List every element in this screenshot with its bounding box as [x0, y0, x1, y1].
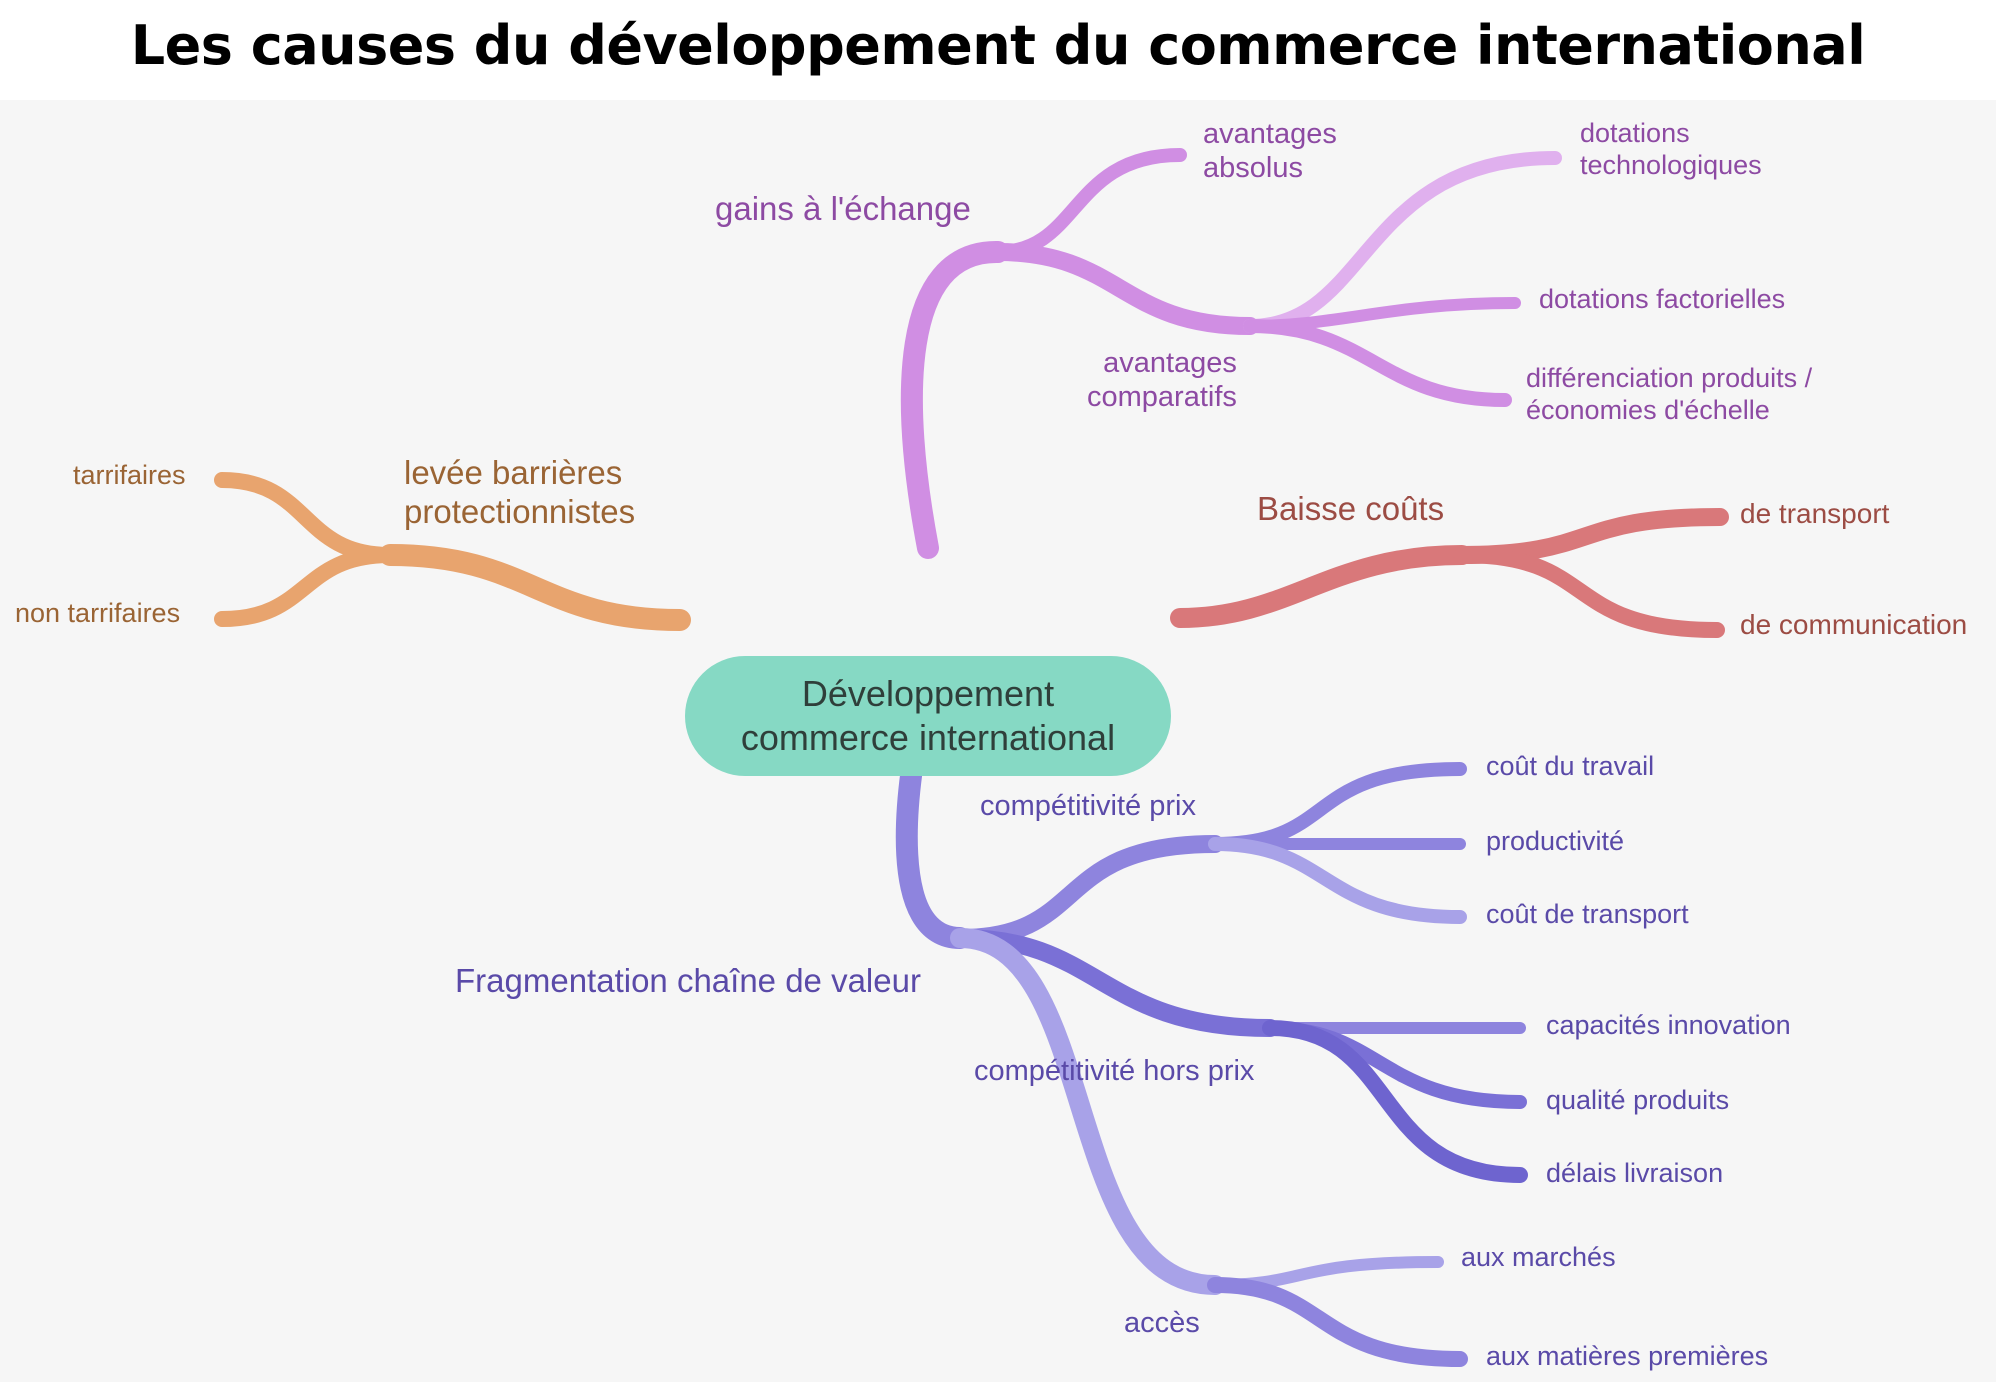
branch-communication [1454, 547, 1725, 638]
tarrifaires-label: tarrifaires [73, 460, 186, 490]
aux-marches-label: aux marchés [1461, 1242, 1616, 1272]
fragmentation-label: Fragmentation chaîne de valeur [455, 962, 921, 999]
de-communication-label: de communication [1740, 609, 1968, 640]
levee-barrieres-label: levée barrières protectionnistes [404, 454, 636, 530]
mindmap-branches [214, 148, 1729, 1367]
branch-prix [951, 835, 1224, 947]
de-transport-label: de transport [1740, 498, 1890, 529]
dotations-technologiques-label: dotations technologiques [1580, 118, 1762, 180]
branch-transport [1453, 508, 1729, 564]
gains-label: gains à l'échange [715, 190, 971, 227]
acces-label: accès [1124, 1307, 1200, 1339]
branch-comparatifs [989, 243, 1259, 335]
branch-baisse [1170, 545, 1472, 628]
capacites-innovation-label: capacités innovation [1546, 1010, 1791, 1040]
branch-cout-transport [1208, 837, 1467, 924]
branch-diff [1243, 319, 1512, 407]
branch-delais [1262, 1020, 1528, 1183]
branch-gains [900, 240, 1009, 559]
branch-travail [1208, 762, 1467, 851]
branch-absolus [991, 148, 1187, 259]
competitivite-prix-label: compétitivité prix [980, 790, 1196, 822]
non-tarrifaires-label: non tarrifaires [15, 598, 181, 628]
branch-acces [950, 928, 1225, 1295]
branch-matieres [1207, 1277, 1468, 1367]
differenciation-produits-label: différenciation produits / économies d'é… [1526, 363, 1813, 425]
branch-hors-prix [951, 929, 1279, 1037]
aux-matieres-premieres-label: aux matières premières [1486, 1341, 1769, 1371]
branch-levee [379, 544, 691, 631]
qualite-produits-label: qualité produits [1546, 1085, 1730, 1115]
page-title: Les causes du développement du commerce … [130, 14, 1866, 77]
branch-tarrifaires [214, 472, 398, 563]
central-topic-label: Développement commerce international [740, 673, 1116, 758]
competitivite-hors-prix-label: compétitivité hors prix [974, 1055, 1255, 1087]
productivite-label: productivité [1486, 826, 1625, 856]
cout-travail-label: coût du travail [1486, 751, 1655, 781]
avantages-absolus-label: avantages absolus [1203, 118, 1337, 185]
central-topic: Développement commerce international [685, 656, 1171, 776]
cout-transport-label: coût de transport [1486, 899, 1689, 929]
dotations-factorielles-label: dotations factorielles [1539, 284, 1786, 314]
avantages-comparatifs-label: avantages comparatifs [1087, 347, 1237, 414]
mindmap-canvas: gains à l'échange avantages absolus avan… [0, 100, 1996, 1382]
delais-livraison-label: délais livraison [1546, 1158, 1724, 1188]
branch-non-tarrifaires [214, 547, 398, 627]
baisse-couts-label: Baisse coûts [1257, 490, 1445, 527]
branch-dot-tech [1243, 151, 1562, 333]
